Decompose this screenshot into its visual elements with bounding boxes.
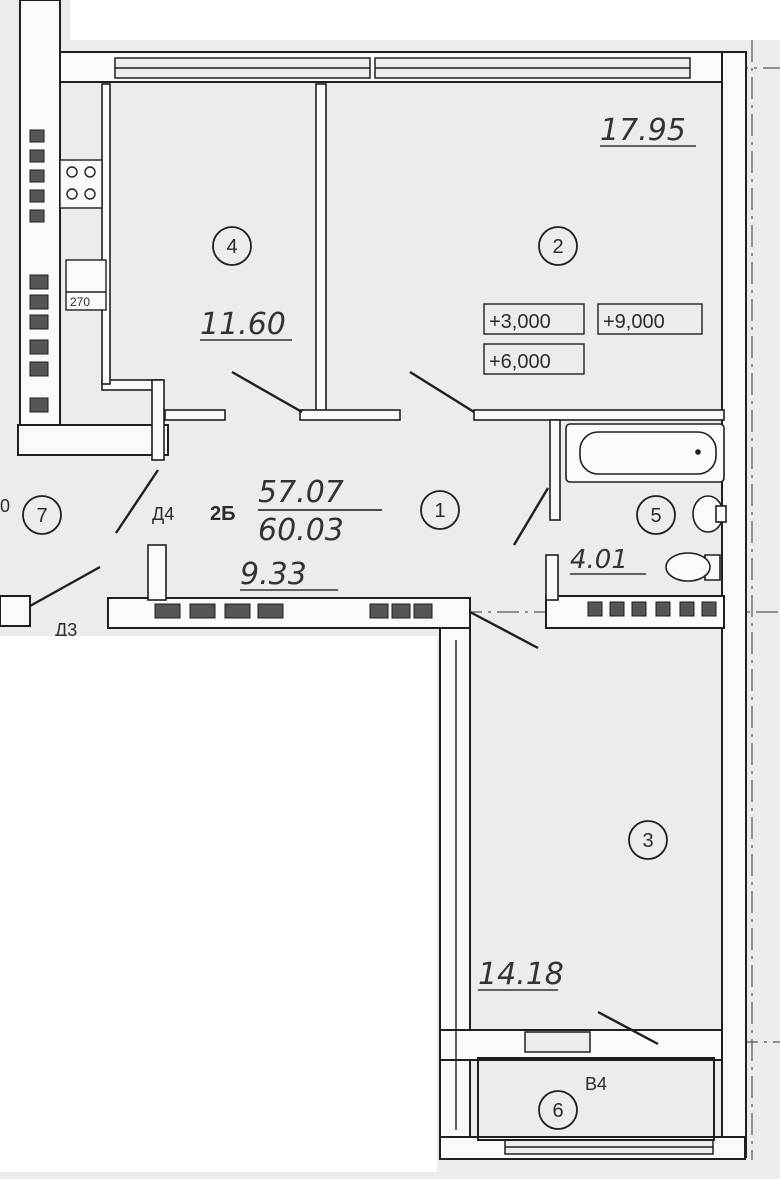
sink-unit (65, 259, 107, 311)
elevation-1: +3,000 (489, 311, 551, 333)
room-marker-1 (420, 490, 460, 530)
bathtub (565, 423, 725, 483)
wall-core (17, 424, 169, 456)
partition-kitchen-top (164, 409, 226, 421)
washbasin (692, 495, 727, 533)
room-number-4: 4 (226, 236, 237, 258)
apartment-type: 2Б (210, 503, 236, 525)
left-fragment: 0 (0, 496, 10, 516)
windows (114, 57, 714, 1155)
room-number-1: 1 (434, 500, 445, 522)
room-number-6: 6 (552, 1100, 563, 1122)
elevation-3: +6,000 (489, 351, 551, 373)
room-number-5: 5 (650, 505, 661, 527)
elevation-labels: +3,000 +9,000 +6,000 (483, 303, 703, 375)
room-area-2: 17.95 (600, 113, 686, 148)
room-marker-7 (22, 495, 62, 535)
wall-left-stub (0, 595, 31, 627)
room-marker-2 (538, 226, 578, 266)
wall-left-kitchen (19, 0, 61, 451)
appliance-label: 270 (70, 295, 90, 309)
room-marker-5 (636, 495, 676, 535)
partition-room1-top (299, 409, 401, 421)
door-swings (29, 370, 659, 1046)
toilet (665, 552, 721, 582)
partition-room4-room2 (315, 83, 327, 415)
partition-kitchen-inner (101, 83, 111, 385)
partition-d4 (147, 544, 167, 601)
room-area-3: 14.18 (478, 957, 564, 992)
room-number-7: 7 (36, 505, 47, 527)
room-area-5: 4.01 (570, 545, 628, 575)
wall-room3-left (439, 627, 471, 1159)
room-marker-3 (628, 820, 668, 860)
partition-wc-left (545, 554, 559, 601)
total-area: 60.03 (258, 513, 344, 548)
room-areas: 17.95 11.60 4.01 14.18 (200, 113, 696, 992)
partitions (101, 83, 725, 601)
elevation-2: +9,000 (603, 311, 665, 333)
room-marker-6 (538, 1090, 578, 1130)
balcony (477, 1057, 715, 1141)
door-mark-d3: Д3 (55, 620, 77, 640)
vent-blocks (29, 129, 717, 619)
blank-panel (0, 636, 437, 1172)
room-marker-4 (212, 226, 252, 266)
room-markers (22, 226, 676, 1130)
wall-right (721, 51, 747, 1158)
room-number-2: 2 (552, 236, 563, 258)
partition-bath-left (549, 419, 561, 521)
partition-kitchen-post (151, 379, 165, 461)
door-mark-d4: Д4 (152, 504, 174, 524)
room-number-3: 3 (642, 830, 653, 852)
window-mark-b4: В4 (585, 1074, 607, 1094)
apartment-summary: 2Б 57.07 60.03 9.33 (210, 475, 382, 592)
stove (59, 159, 103, 209)
room-numbers: 1 2 3 4 5 6 7 (36, 236, 661, 1122)
room-area-4: 11.60 (200, 307, 286, 342)
partition-room2-bottom (473, 409, 725, 421)
top-margin (70, 0, 780, 40)
living-area: 57.07 (258, 475, 344, 510)
hall-area: 9.33 (240, 557, 307, 592)
